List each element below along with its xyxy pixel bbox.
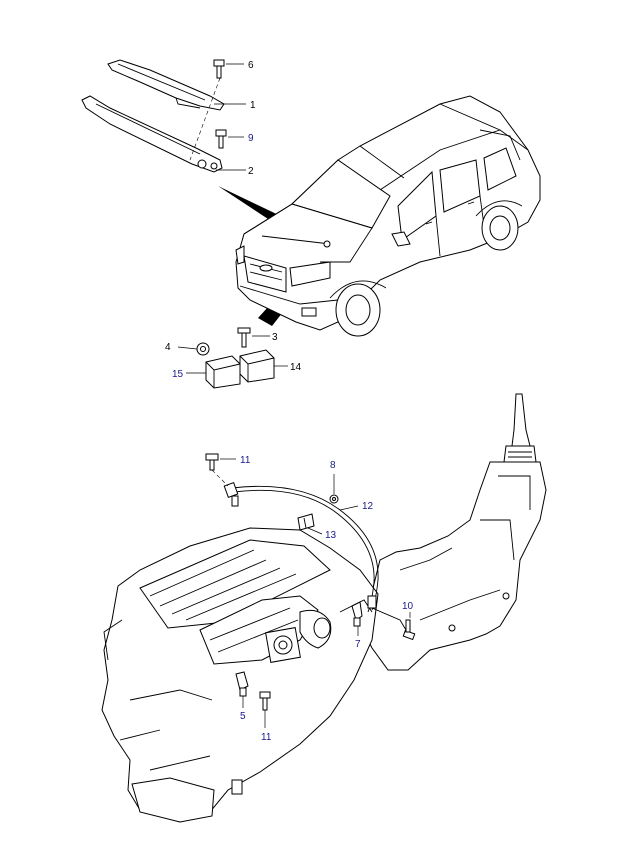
bolt-6 <box>213 59 244 79</box>
callout-11-upper: 11 <box>240 455 251 466</box>
transmission-housing <box>359 461 547 671</box>
sensor-5 <box>235 671 249 708</box>
nut-4 <box>177 342 210 356</box>
callout-10: 10 <box>402 601 414 612</box>
callout-3: 3 <box>272 332 278 343</box>
cowl-cover-panel <box>107 59 225 111</box>
rear-wheel <box>481 205 519 251</box>
bolt-9 <box>215 129 244 149</box>
bolt-3 <box>237 327 270 348</box>
clip-13 <box>297 513 323 535</box>
nut-8 <box>329 474 339 504</box>
exhaust-flange <box>265 627 301 663</box>
callout-9: 9 <box>248 133 254 144</box>
callout-13: 13 <box>325 530 337 541</box>
callout-11-lower: 11 <box>261 732 272 743</box>
bolt-11-lower <box>259 691 271 728</box>
suv-vehicle <box>235 95 541 337</box>
mounting-bracket-long <box>81 95 223 173</box>
leader-12 <box>339 505 359 511</box>
callout-2: 2 <box>248 166 254 177</box>
bolt-10 <box>402 612 416 641</box>
callout-14: 14 <box>290 362 302 373</box>
assembly-guide-line <box>189 77 221 161</box>
shift-lever <box>503 393 537 463</box>
callout-1: 1 <box>250 100 256 111</box>
callout-7: 7 <box>355 639 361 650</box>
callout-8: 8 <box>330 460 336 471</box>
connector-sensor-lower <box>367 595 407 631</box>
guide-11 <box>211 469 229 487</box>
callout-15: 15 <box>172 369 184 380</box>
sensor-7 <box>351 601 363 636</box>
relay-14 <box>239 349 288 383</box>
callout-6: 6 <box>248 60 254 71</box>
front-wheel <box>335 283 381 337</box>
exhaust-elbow <box>299 609 332 649</box>
sensor-connector-upper <box>223 482 239 507</box>
bolt-11-upper <box>205 453 236 471</box>
callout-5: 5 <box>240 711 246 722</box>
relay-15 <box>186 355 241 389</box>
callout-12: 12 <box>362 501 374 512</box>
callout-4: 4 <box>165 342 171 353</box>
